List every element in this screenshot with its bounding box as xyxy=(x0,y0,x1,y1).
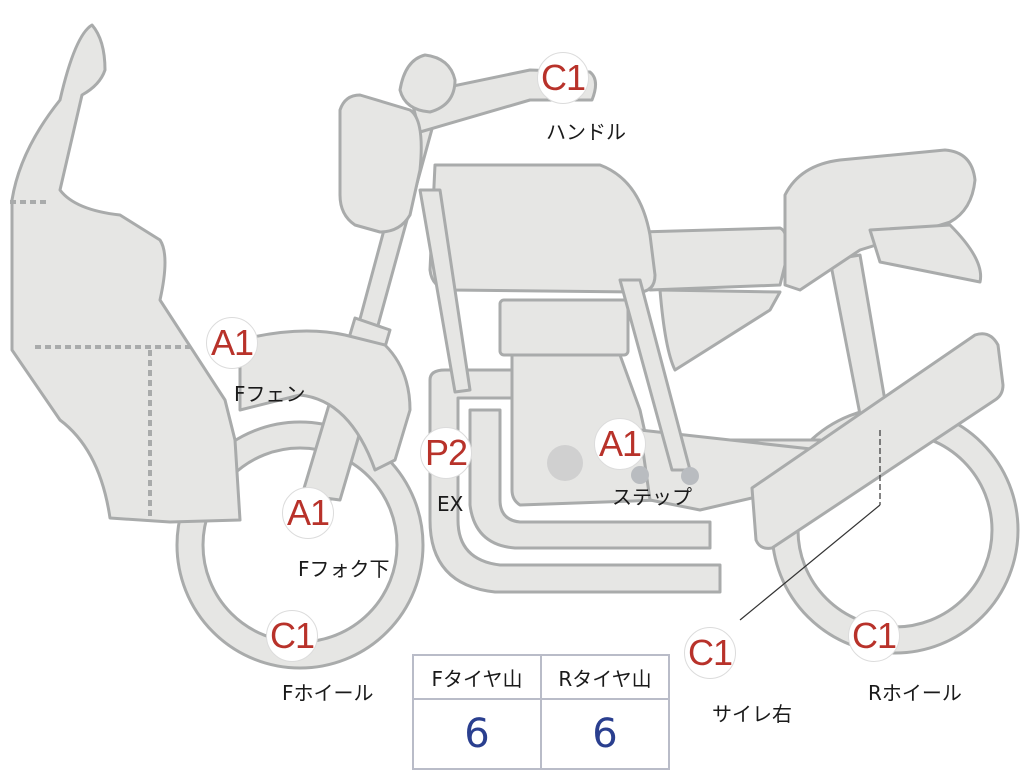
grade-badge-front-fork-lower: A1 xyxy=(282,487,334,539)
part-label-front-fender: Fフェン xyxy=(234,382,306,406)
footpeg-dot-right xyxy=(681,467,699,485)
headlight xyxy=(338,93,423,234)
grade-text: C1 xyxy=(687,632,733,673)
grade-text: C1 xyxy=(269,615,315,656)
side-cover xyxy=(658,288,782,372)
grade-badge-front-fender: A1 xyxy=(206,317,258,369)
part-label-step: ステップ xyxy=(612,485,692,509)
engine-cover-circle xyxy=(547,445,583,481)
tail-fin xyxy=(868,223,983,284)
fuel-tank xyxy=(428,163,657,294)
grade-badge-front-wheel: C1 xyxy=(266,610,318,662)
tail-cowl xyxy=(783,148,977,292)
frame-downtube xyxy=(418,188,472,394)
footpeg-dot-left xyxy=(631,466,649,484)
part-label-handle: ハンドル xyxy=(546,120,626,144)
part-label-muffler-right: サイレ右 xyxy=(712,702,792,726)
exhaust-pipe-inner xyxy=(468,408,712,550)
part-label-front-fork-lower: Fフォク下 xyxy=(298,557,390,581)
grade-badge-exhaust: P2 xyxy=(420,427,472,479)
mirror xyxy=(398,53,457,114)
grade-badge-step: A1 xyxy=(594,418,646,470)
grade-text: P2 xyxy=(424,432,468,473)
engine-head xyxy=(498,298,630,357)
part-label-exhaust: EX xyxy=(437,492,464,516)
front-tire-header: Fタイヤ山 xyxy=(412,654,542,700)
front-fender xyxy=(238,329,412,472)
front-wheel-outer xyxy=(175,420,425,670)
grade-badge-handle: C1 xyxy=(537,52,589,104)
leader-line xyxy=(739,504,881,621)
rear-tire-header: Rタイヤ山 xyxy=(540,654,670,700)
grade-text: C1 xyxy=(540,57,586,98)
tire-tread-table: Fタイヤ山 Rタイヤ山 6 6 xyxy=(412,654,670,770)
muffler xyxy=(750,332,1005,550)
part-label-front-wheel: Fホイール xyxy=(282,681,374,705)
part-label-rear-wheel: Rホイール xyxy=(868,681,962,705)
fairing xyxy=(10,23,242,524)
seat-front xyxy=(638,226,789,292)
rear-tire-value: 6 xyxy=(540,698,670,770)
grade-badge-rear-wheel: C1 xyxy=(848,610,900,662)
grade-text: C1 xyxy=(851,615,897,656)
grade-text: A1 xyxy=(286,492,330,533)
grade-text: A1 xyxy=(210,322,254,363)
grade-badge-muffler-right: C1 xyxy=(684,627,736,679)
grade-text: A1 xyxy=(598,423,642,464)
front-tire-value: 6 xyxy=(412,698,542,770)
